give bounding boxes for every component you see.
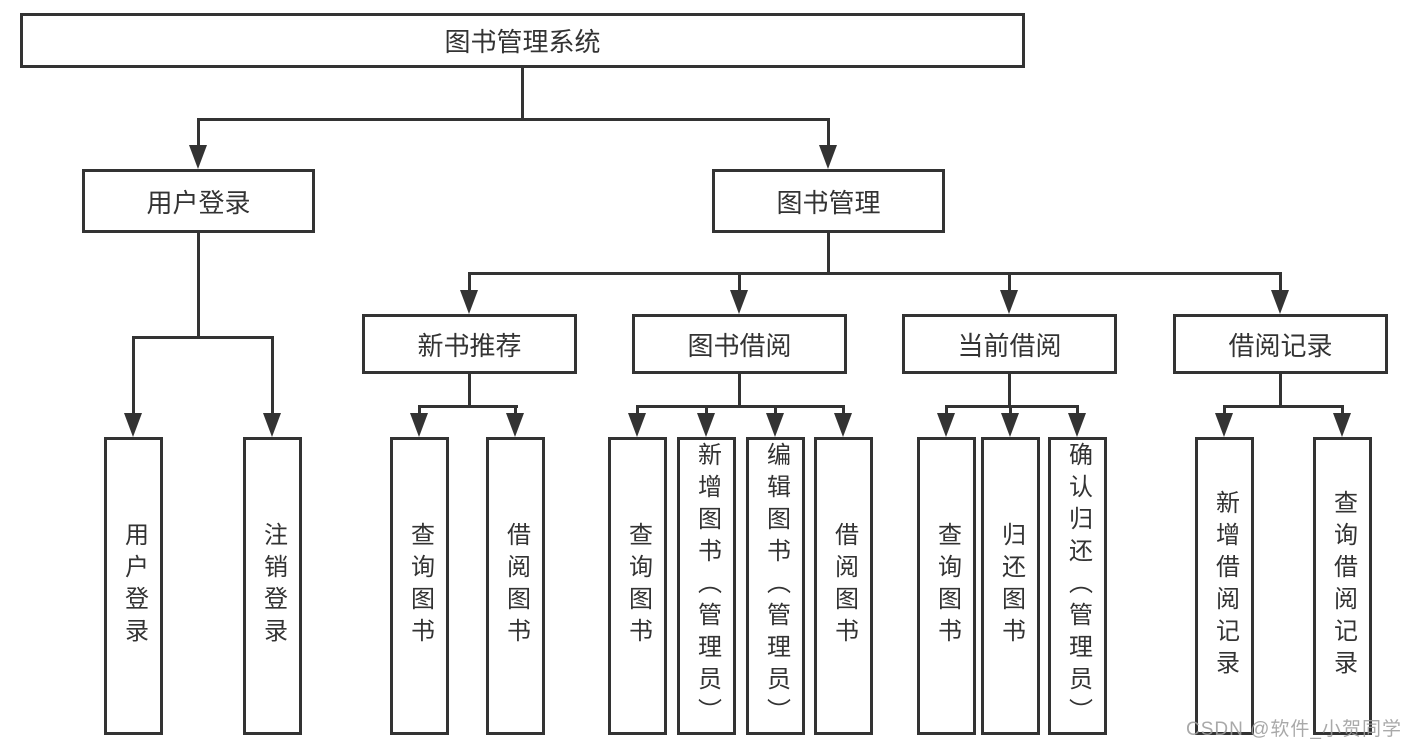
node-leaf-add-borrow-record: 新增借阅记录 <box>1195 437 1254 735</box>
connector-new-books-bus <box>418 405 518 408</box>
arrowhead-down-icon <box>766 413 784 437</box>
arrowhead-down-icon <box>189 145 207 169</box>
node-library-system: 图书管理系统 <box>20 13 1025 68</box>
node-leaf-add-book-admin: 新增图书（管理员） <box>677 437 736 735</box>
node-book-borrow-label: 图书借阅 <box>687 330 792 361</box>
arrowhead-down-icon <box>410 413 428 437</box>
node-leaf-query-books-borrow-label: 查询图书 <box>624 522 652 650</box>
connector-drop <box>738 272 741 290</box>
connector-drop <box>271 336 274 413</box>
arrowhead-down-icon <box>1000 290 1018 314</box>
node-new-book-recommend-label: 新书推荐 <box>417 330 522 361</box>
node-leaf-query-borrow-record: 查询借阅记录 <box>1313 437 1372 735</box>
node-book-management: 图书管理 <box>712 169 945 233</box>
node-leaf-query-books-current-label: 查询图书 <box>933 522 961 650</box>
connector-drop <box>1009 405 1012 415</box>
connector-current-borrow-stem <box>1008 374 1011 405</box>
connector-drop <box>1279 272 1282 290</box>
connector-user-login-stem <box>197 233 200 336</box>
node-leaf-borrow-books-label: 借阅图书 <box>830 522 858 650</box>
connector-drop <box>945 405 948 415</box>
arrowhead-down-icon <box>506 413 524 437</box>
arrowhead-down-icon <box>834 413 852 437</box>
node-leaf-borrow-books-recommend: 借阅图书 <box>486 437 545 735</box>
node-leaf-query-books-current: 查询图书 <box>917 437 976 735</box>
arrowhead-down-icon <box>819 145 837 169</box>
node-library-system-label: 图书管理系统 <box>444 27 601 57</box>
arrowhead-down-icon <box>460 290 478 314</box>
node-leaf-edit-book-admin: 编辑图书（管理员） <box>746 437 805 735</box>
connector-borrow-records-bus <box>1223 405 1344 408</box>
arrowhead-down-icon <box>1068 413 1086 437</box>
node-leaf-confirm-return-admin: 确认归还（管理员） <box>1048 437 1107 735</box>
csdn-watermark: CSDN @软件_小贺同学 <box>1186 719 1402 740</box>
arrowhead-down-icon <box>263 413 281 437</box>
node-current-borrow-label: 当前借阅 <box>957 330 1062 361</box>
node-leaf-query-books-recommend-label: 查询图书 <box>406 522 434 650</box>
connector-drop <box>636 405 639 415</box>
connector-user-login-bus <box>132 336 274 339</box>
connector-book-mgmt-stem <box>827 233 830 272</box>
arrowhead-down-icon <box>1333 413 1351 437</box>
connector-drop <box>514 405 517 415</box>
node-leaf-query-borrow-record-label: 查询借阅记录 <box>1329 490 1357 682</box>
connector-drop <box>1076 405 1079 415</box>
arrowhead-down-icon <box>1001 413 1019 437</box>
node-book-management-label: 图书管理 <box>776 187 881 218</box>
arrowhead-down-icon <box>730 290 748 314</box>
node-leaf-borrow-books: 借阅图书 <box>814 437 873 735</box>
node-leaf-logout-label: 注销登录 <box>259 522 287 650</box>
node-leaf-user-login-label: 用户登录 <box>120 522 148 650</box>
node-user-login-label: 用户登录 <box>146 187 251 218</box>
node-leaf-borrow-books-recommend-label: 借阅图书 <box>502 522 530 650</box>
node-leaf-logout: 注销登录 <box>243 437 302 735</box>
connector-new-books-stem <box>468 374 471 405</box>
connector-drop <box>1008 272 1011 290</box>
connector-book-mgmt-bus <box>468 272 1282 275</box>
connector-borrow-records-stem <box>1279 374 1282 405</box>
node-leaf-add-borrow-record-label: 新增借阅记录 <box>1211 490 1239 682</box>
node-new-book-recommend: 新书推荐 <box>362 314 577 374</box>
node-leaf-edit-book-admin-label: 编辑图书（管理员） <box>762 442 790 730</box>
node-leaf-confirm-return-admin-label: 确认归还（管理员） <box>1064 442 1092 730</box>
node-leaf-add-book-admin-label: 新增图书（管理员） <box>693 442 721 730</box>
arrowhead-down-icon <box>1215 413 1233 437</box>
node-leaf-return-book-label: 归还图书 <box>997 522 1025 650</box>
node-user-login: 用户登录 <box>82 169 315 233</box>
node-book-borrow: 图书借阅 <box>632 314 847 374</box>
node-borrow-records-label: 借阅记录 <box>1228 330 1333 361</box>
connector-drop <box>418 405 421 415</box>
node-current-borrow: 当前借阅 <box>902 314 1117 374</box>
connector-drop <box>197 118 200 147</box>
arrowhead-down-icon <box>697 413 715 437</box>
arrowhead-down-icon <box>628 413 646 437</box>
connector-root-bus <box>197 118 830 121</box>
arrowhead-down-icon <box>1271 290 1289 314</box>
connector-current-borrow-bus <box>945 405 1079 408</box>
connector-drop <box>132 336 135 413</box>
node-borrow-records: 借阅记录 <box>1173 314 1388 374</box>
connector-drop <box>774 405 777 415</box>
node-leaf-query-books-borrow: 查询图书 <box>608 437 667 735</box>
connector-root-stem <box>521 68 524 118</box>
connector-drop <box>468 272 471 290</box>
connector-book-borrow-stem <box>738 374 741 405</box>
node-leaf-return-book: 归还图书 <box>981 437 1040 735</box>
node-leaf-query-books-recommend: 查询图书 <box>390 437 449 735</box>
connector-drop <box>1341 405 1344 415</box>
arrowhead-down-icon <box>124 413 142 437</box>
node-leaf-user-login: 用户登录 <box>104 437 163 735</box>
connector-drop <box>1223 405 1226 415</box>
connector-drop <box>842 405 845 415</box>
connector-book-borrow-bus <box>636 405 845 408</box>
arrowhead-down-icon <box>937 413 955 437</box>
connector-drop <box>827 118 830 147</box>
connector-drop <box>705 405 708 415</box>
